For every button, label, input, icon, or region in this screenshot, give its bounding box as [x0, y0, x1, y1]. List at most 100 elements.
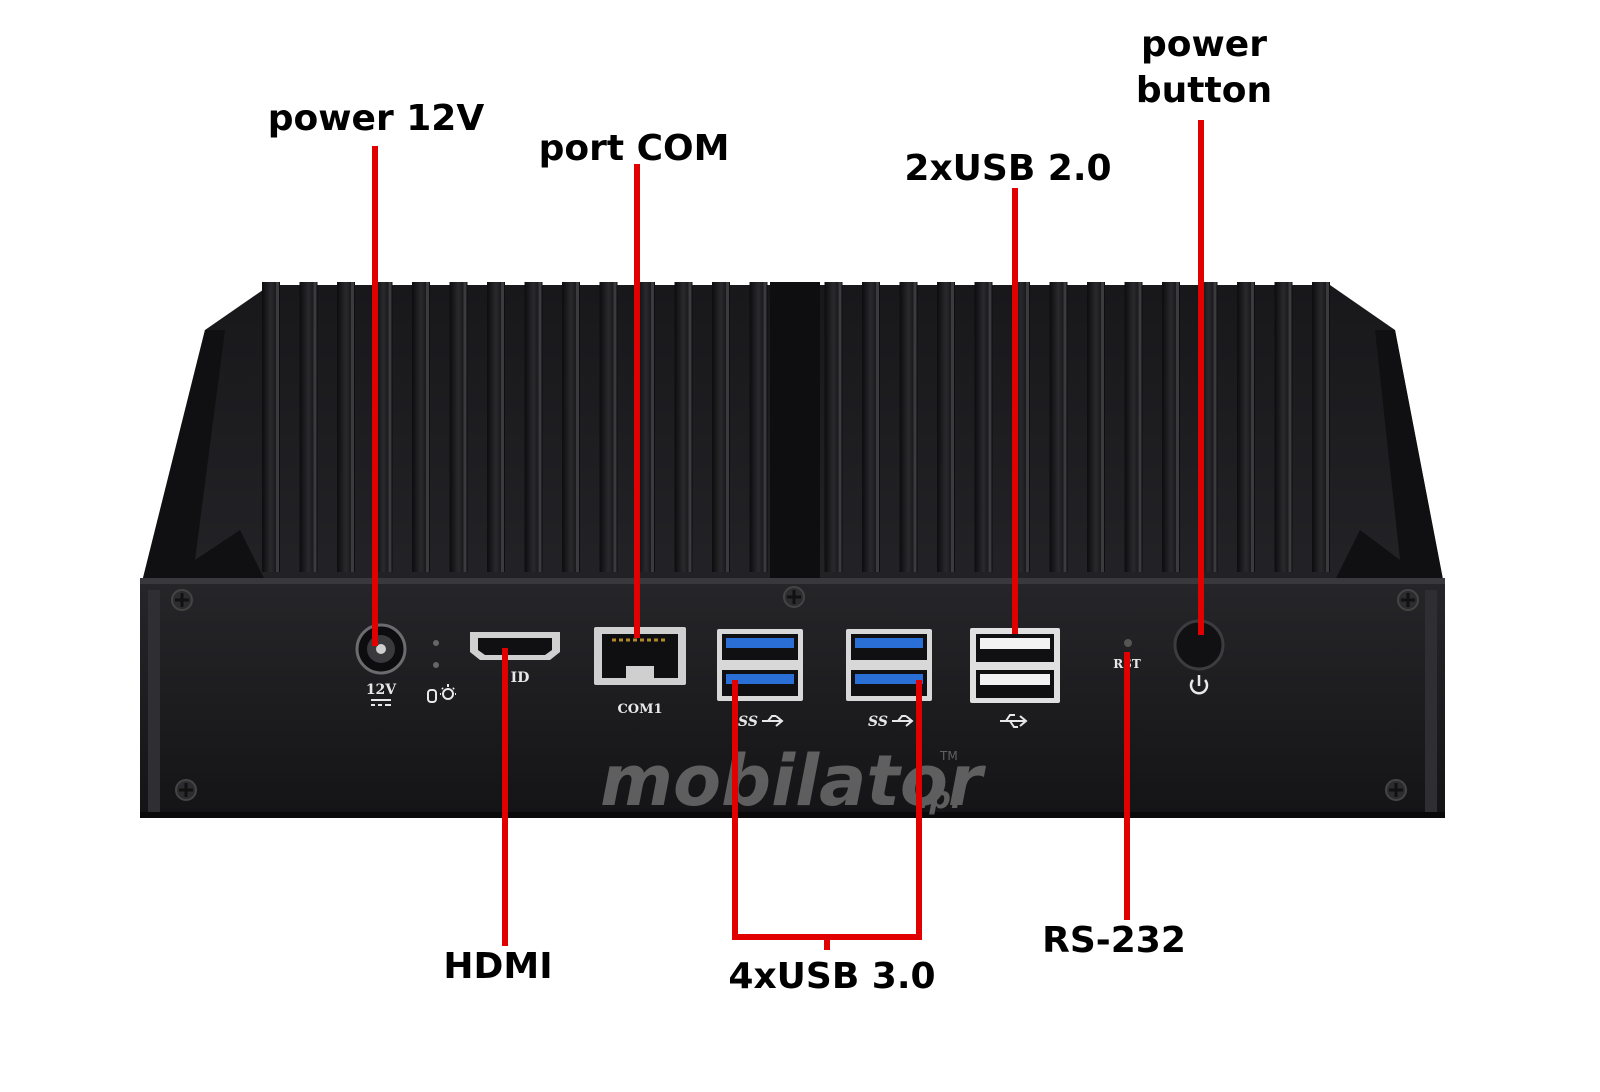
heatsink-fin-highlight	[1251, 282, 1254, 572]
screw	[1385, 779, 1407, 801]
heatsink-fin-highlight	[726, 282, 729, 572]
heatsink-fin-highlight	[1213, 282, 1217, 572]
usb-trident-icon	[892, 715, 914, 727]
dc-power-jack: 12V	[355, 623, 407, 706]
heatsink-fin	[487, 282, 505, 572]
power-symbol-icon	[1189, 675, 1209, 695]
heatsink-fin-highlight	[651, 282, 654, 572]
heatsink-fin-highlight	[951, 282, 954, 572]
rs232-leader	[1124, 652, 1130, 920]
com-port: COM1	[594, 627, 686, 717]
heatsink-fin	[937, 282, 955, 572]
heatsink-fin	[1199, 282, 1218, 572]
heatsink-fin	[599, 282, 618, 572]
heatsink-fin	[1312, 282, 1330, 572]
heatsink-fins	[262, 282, 1330, 582]
left-bevel	[140, 330, 270, 590]
heatsink-fin	[374, 282, 393, 572]
power-12v-leader	[372, 146, 378, 646]
heatsink-fin-highlight	[688, 282, 692, 572]
dc-in-label: 12V	[366, 682, 397, 698]
usb30-leader-stem	[824, 934, 830, 950]
heatsink-fin	[862, 282, 880, 572]
callout-usb30: 4xUSB 3.0	[728, 956, 936, 997]
callout-port-com: port COM	[538, 128, 730, 169]
screw	[175, 779, 197, 801]
callout-hdmi: HDMI	[443, 946, 553, 987]
callout-power-12v: power 12V	[267, 98, 485, 139]
heatsink-fin-highlight	[763, 282, 767, 572]
usb30-left-label: SS	[738, 714, 758, 730]
heatsink	[140, 282, 1445, 590]
usb20-leader	[1012, 188, 1018, 634]
status-leds	[427, 640, 456, 703]
heatsink-fin-highlight	[1026, 282, 1029, 572]
dc-symbol-icon	[371, 699, 391, 706]
usb30-leader-right	[916, 680, 922, 940]
panel-screws	[171, 586, 1419, 801]
heatsink-center-channel	[770, 282, 820, 582]
heatsink-fin-highlight	[276, 282, 279, 572]
heatsink-fin-highlight	[576, 282, 579, 572]
heatsink-fin-highlight	[1101, 282, 1104, 572]
hdmi-leader	[502, 648, 508, 946]
heatsink-fin-highlight	[1138, 282, 1142, 572]
usb30-leader-left	[732, 680, 738, 940]
heatsink-fin-highlight	[913, 282, 917, 572]
heatsink-fin	[674, 282, 693, 572]
heatsink-fin	[712, 282, 730, 572]
screw	[783, 586, 805, 608]
power-button-leader	[1198, 120, 1204, 635]
usb30-stack-right: SS	[846, 629, 932, 730]
heatsink-fin	[974, 282, 993, 572]
heatsink-fin	[1162, 282, 1180, 572]
heatsink-fin-highlight	[988, 282, 992, 572]
heatsink-fin-highlight	[501, 282, 504, 572]
hdmi-port-label: ID	[511, 670, 530, 686]
heatsink-fin	[562, 282, 580, 572]
heatsink-fin	[1087, 282, 1105, 572]
heatsink-fin-highlight	[538, 282, 542, 572]
usb20-stack	[970, 628, 1060, 728]
heatsink-fin	[749, 282, 768, 572]
heatsink-fin	[1049, 282, 1068, 572]
power-button-graphic	[1173, 619, 1225, 695]
heatsink-fin	[899, 282, 918, 572]
heatsink-fin	[824, 282, 843, 572]
heatsink-fin-highlight	[1288, 282, 1292, 572]
watermark-tm: TM	[939, 749, 958, 763]
usb30-right-label: SS	[868, 714, 888, 730]
com-port-label: COM1	[617, 702, 662, 717]
heatsink-fin-highlight	[426, 282, 429, 572]
heatsink-fin-highlight	[1176, 282, 1179, 572]
heatsink-fin-highlight	[613, 282, 617, 572]
watermark-suffix: .pl	[918, 781, 962, 816]
port-com-leader	[634, 164, 640, 638]
heatsink-fin	[412, 282, 430, 572]
heatsink-fin	[1237, 282, 1255, 572]
usb-trident-icon	[1000, 714, 1028, 728]
watermark: mobilator .pl TM	[600, 740, 987, 822]
heatsink-fin	[262, 282, 280, 572]
screw	[1397, 589, 1419, 611]
callout-rs232: RS-232	[1042, 920, 1186, 961]
hdmi-port: ID	[470, 632, 560, 686]
led-bulb-icon	[427, 684, 456, 703]
heatsink-fin-highlight	[388, 282, 392, 572]
heatsink-fin-highlight	[838, 282, 842, 572]
screw	[171, 589, 193, 611]
watermark-brand: mobilator	[600, 740, 987, 822]
heatsink-fin-highlight	[463, 282, 467, 572]
heatsink-fin	[337, 282, 355, 572]
heatsink-fin	[1124, 282, 1143, 572]
heatsink-fin	[637, 282, 655, 572]
right-bevel	[1330, 330, 1445, 590]
usb-trident-icon	[762, 715, 784, 727]
heatsink-fin	[449, 282, 468, 572]
heatsink-fin-highlight	[1326, 282, 1329, 572]
heatsink-fin-highlight	[1063, 282, 1067, 572]
heatsink-fin	[299, 282, 318, 572]
heatsink-fin	[1274, 282, 1293, 572]
